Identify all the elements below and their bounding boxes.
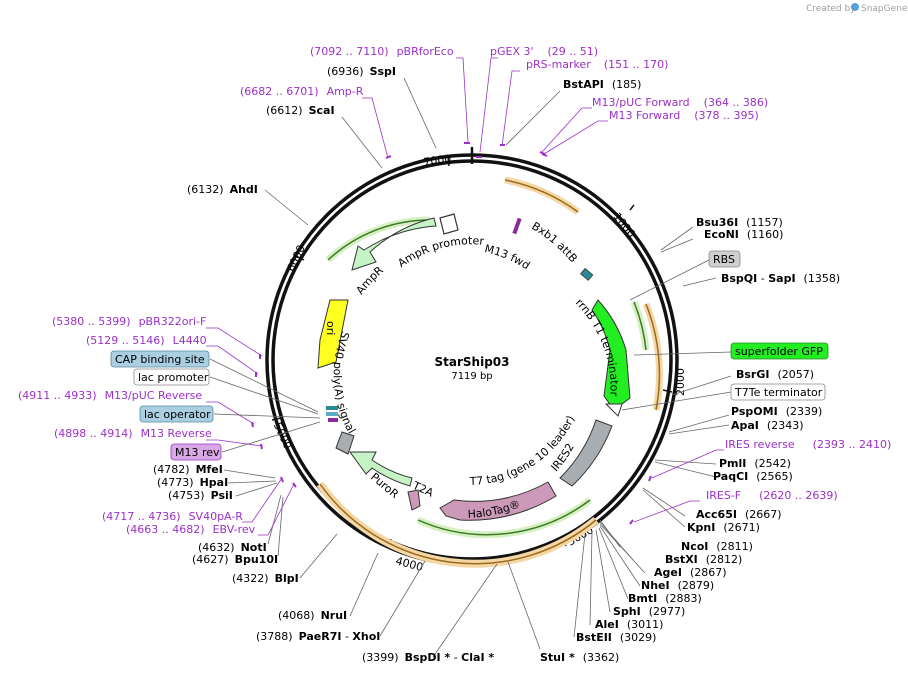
- site-pmli: PmlI(2542): [719, 457, 791, 470]
- label-bxb1-attb: Bxb1 attB: [529, 219, 579, 265]
- site-mfei: (4782)MfeI: [153, 463, 223, 476]
- tick-label-6000: 6000: [284, 243, 308, 274]
- site-agei: AgeI(2867): [654, 566, 727, 579]
- site-acc65i: Acc65I(2667): [696, 508, 782, 521]
- site-alei: AleI(3011): [595, 618, 663, 631]
- plasmid-size: 7119 bp: [451, 371, 492, 382]
- site-kpni: KpnI(2671): [687, 521, 760, 534]
- snapgene-logo-icon: [851, 3, 859, 11]
- site-psii: (4753)PsiI: [168, 489, 233, 502]
- orf-arcs: [316, 176, 663, 568]
- tick-label-7000: 7000: [423, 152, 453, 169]
- snapgene-brand: SnapGene: [861, 4, 908, 14]
- box-leader-lines: [209, 259, 732, 453]
- svg-text:T7Te terminator: T7Te terminator: [734, 386, 823, 399]
- site-leader-lines: [223, 77, 732, 658]
- svg-text:superfolder GFP: superfolder GFP: [735, 345, 823, 358]
- feature-box-cap-binding-site: CAP binding site: [110, 350, 210, 368]
- site-blpi: (4322)BlpI: [232, 572, 299, 585]
- primer-amp-r: (6682 .. 6701)Amp-R: [240, 85, 364, 98]
- svg-text:CAP binding site: CAP binding site: [115, 353, 205, 366]
- svg-text:lac promoter: lac promoter: [138, 371, 209, 384]
- primer-prs-marker: pRS-marker(151 .. 170): [526, 58, 668, 71]
- feature-box-lac-promoter: lac promoter: [133, 368, 210, 386]
- primer-ebv-rev: (4663 .. 4682)EBV-rev: [126, 523, 256, 536]
- site-paer7i-xhoi: (3788)PaeR7I - XhoI: [256, 630, 380, 643]
- primer-m13-forward: M13 Forward(378 .. 395): [609, 109, 759, 122]
- site-sspi: (6936)SspI: [327, 65, 396, 78]
- site-bpu10i: (4627)Bpu10I: [192, 553, 278, 566]
- site-bsteii: BstEII(3029): [576, 631, 656, 644]
- site-pspomi: PspOMI(2339): [731, 405, 822, 418]
- site-bsrgi: BsrGI(2057): [736, 368, 814, 381]
- feature-box-t7te-terminator: T7Te terminator: [730, 383, 826, 401]
- site-bspdi-clai: (3399)BspDI * - ClaI *: [362, 651, 494, 664]
- site-hpai: (4773)HpaI: [157, 476, 228, 489]
- plasmid-name: StarShip03: [435, 355, 510, 369]
- primer-m13-puc-forward: M13/pUC Forward(364 .. 386): [592, 96, 768, 109]
- label-ampr-promoter: AmpR promoter: [395, 234, 485, 270]
- primer-ires-f: IRES-F(2620 .. 2639): [706, 489, 838, 502]
- site-econi: EcoNI(1160): [704, 228, 783, 241]
- site-nrui: (4068)NruI: [278, 609, 347, 622]
- label-ori: ori: [324, 321, 337, 335]
- feature-box-m13-rev: M13 rev: [170, 443, 222, 461]
- site-ahdi: (6132)AhdI: [187, 183, 258, 196]
- created-by-text: Created by: [806, 4, 856, 14]
- site-bsu36i: Bsu36I(1157): [696, 216, 783, 229]
- site-sphi: SphI(2977): [613, 605, 685, 618]
- site-nhei: NheI(2879): [641, 579, 714, 592]
- feature-box-superfolder-gfp: superfolder GFP: [730, 342, 829, 360]
- primer-leader-lines: [206, 57, 724, 536]
- tick-label-2000: 2000: [674, 368, 687, 396]
- primer-pbr322ori-f: (5380 .. 5399)pBR322ori-F: [52, 315, 206, 328]
- primer-pgex3: pGEX 3'(29 .. 51): [490, 45, 598, 58]
- site-bstapi: BstAPI(185): [563, 78, 641, 91]
- label-m13-fwd: M13 fwd: [483, 242, 532, 272]
- feature-box-rbs: RBS: [708, 250, 741, 268]
- primer-ires-reverse: IRES reverse(2393 .. 2410): [725, 438, 891, 451]
- site-scai: (6612)ScaI: [266, 104, 335, 117]
- label-ampr: AmpR: [354, 263, 387, 297]
- primer-pbrforeco: (7092 .. 7110)pBRforEco: [310, 45, 454, 58]
- site-apai: ApaI(2343): [731, 419, 803, 432]
- site-bspqi-sapi: BspQI - SapI(1358): [721, 272, 840, 285]
- site-bmti: BmtI(2883): [628, 592, 702, 605]
- svg-text:M13 rev: M13 rev: [175, 446, 220, 459]
- site-bstxi: BstXI(2812): [665, 553, 742, 566]
- primer-marks: [251, 142, 652, 525]
- primer-m13-puc-reverse: (4911 .. 4933)M13/pUC Reverse: [18, 389, 202, 402]
- site-paqci: PaqCI(2565): [713, 470, 793, 483]
- primer-m13-reverse: (4898 .. 4914)M13 Reverse: [54, 427, 212, 440]
- primer-sv40pa-r: (4717 .. 4736)SV40pA-R: [102, 510, 243, 523]
- svg-text:RBS: RBS: [713, 253, 735, 266]
- feature-shapes: [317, 213, 631, 521]
- site-stui: StuI *(3362): [540, 651, 619, 664]
- svg-text:lac operator: lac operator: [144, 408, 211, 421]
- site-noti: (4632)NotI: [198, 541, 267, 554]
- site-ncoi: NcoI(2811): [681, 540, 753, 553]
- primer-l4440: (5129 .. 5146)L4440: [86, 334, 207, 347]
- feature-box-lac-operator: lac operator: [139, 405, 214, 423]
